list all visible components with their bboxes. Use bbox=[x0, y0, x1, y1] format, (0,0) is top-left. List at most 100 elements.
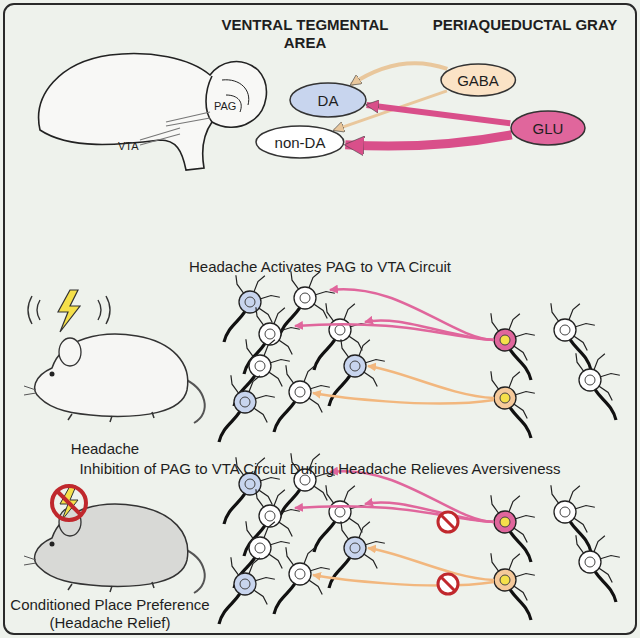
inhibition-slash bbox=[441, 577, 455, 591]
inhibition-slash bbox=[441, 515, 455, 529]
inhibition-ring bbox=[438, 512, 458, 532]
nucleus bbox=[245, 297, 255, 307]
ellipse-fill bbox=[290, 83, 366, 117]
prohibit-ring bbox=[52, 486, 86, 520]
inhibitory-axon bbox=[368, 366, 494, 398]
nucleus bbox=[255, 361, 265, 371]
soma bbox=[494, 329, 516, 351]
nucleus bbox=[500, 575, 510, 585]
mouse-eye bbox=[50, 372, 55, 377]
nucleus bbox=[265, 511, 275, 521]
neuron bbox=[219, 557, 275, 624]
panel-border bbox=[4, 4, 636, 634]
region-heading: VENTRAL TEGMENTAL AREA bbox=[210, 16, 400, 52]
excitatory-axon bbox=[365, 320, 494, 340]
nucleus bbox=[335, 325, 345, 335]
cell-type-label: non-DA bbox=[275, 134, 326, 151]
nucleus bbox=[255, 543, 265, 553]
neuron bbox=[274, 365, 330, 432]
soma bbox=[249, 355, 271, 377]
region-label: PAG bbox=[214, 100, 254, 113]
soma bbox=[554, 501, 576, 523]
nucleus bbox=[335, 507, 345, 517]
excitatory-axon bbox=[295, 324, 494, 340]
cell-type-ellipse: GLU bbox=[510, 110, 586, 146]
soma bbox=[329, 319, 351, 341]
soma bbox=[494, 511, 516, 533]
nucleus bbox=[560, 507, 570, 517]
ellipse-fill bbox=[511, 111, 585, 145]
nucleus bbox=[500, 335, 510, 345]
inhibition-ring bbox=[438, 574, 458, 594]
soma bbox=[579, 551, 601, 573]
soma bbox=[239, 291, 261, 313]
nucleus bbox=[265, 329, 275, 339]
neuron bbox=[551, 303, 595, 370]
neuron bbox=[491, 313, 535, 380]
neuron bbox=[551, 485, 595, 552]
soma bbox=[344, 355, 366, 377]
mouse-whiskers bbox=[24, 556, 36, 565]
nucleus bbox=[585, 375, 595, 385]
soma bbox=[494, 387, 516, 409]
mouse-figures bbox=[24, 290, 205, 593]
soma bbox=[289, 381, 311, 403]
projection-arrow bbox=[367, 105, 511, 123]
nucleus bbox=[300, 293, 310, 303]
condition-label: Conditioned Place Preference (Headache R… bbox=[10, 596, 210, 632]
mouse bbox=[24, 504, 205, 593]
projection-arrow bbox=[345, 135, 511, 146]
pain-lines bbox=[28, 296, 110, 324]
nucleus bbox=[350, 361, 360, 371]
region-pointer-lines bbox=[140, 112, 210, 145]
inhibitory-axon bbox=[368, 548, 494, 580]
lightning-bolt bbox=[58, 290, 80, 332]
soma bbox=[259, 323, 281, 345]
soma bbox=[579, 369, 601, 391]
brain-sagittal bbox=[39, 54, 267, 170]
mouse-eye bbox=[50, 542, 55, 547]
nucleus bbox=[560, 325, 570, 335]
mouse bbox=[24, 334, 205, 423]
nucleus bbox=[245, 479, 255, 489]
soma bbox=[289, 563, 311, 585]
ellipse-fill bbox=[441, 64, 515, 96]
mouse-feet bbox=[68, 582, 154, 592]
prohibit-slash bbox=[57, 491, 81, 515]
nucleus bbox=[240, 579, 250, 589]
neuron bbox=[491, 553, 535, 620]
ellipse-fill bbox=[256, 126, 344, 158]
neuron bbox=[274, 547, 330, 614]
neuron bbox=[491, 495, 535, 562]
soma bbox=[234, 573, 256, 595]
mouse-whiskers bbox=[24, 386, 36, 395]
soma bbox=[294, 287, 316, 309]
excitatory-axon bbox=[330, 289, 494, 340]
inhibitory-axon bbox=[313, 575, 494, 586]
region-heading: PERIAQUEDUCTAL GRAY bbox=[430, 16, 620, 34]
nucleus bbox=[295, 387, 305, 397]
neuron bbox=[576, 353, 620, 420]
inhibition-sign bbox=[438, 512, 458, 532]
cell-type-label: GABA bbox=[457, 72, 499, 89]
nucleus bbox=[295, 569, 305, 579]
excitatory-axon bbox=[365, 502, 494, 522]
neuron bbox=[219, 375, 275, 442]
nucleus bbox=[500, 517, 510, 527]
soma bbox=[249, 537, 271, 559]
inhibition-sign bbox=[438, 574, 458, 594]
nucleus bbox=[500, 393, 510, 403]
nucleus bbox=[585, 557, 595, 567]
cell-type-ellipse: GABA bbox=[440, 63, 516, 97]
cell-type-ellipse: non-DA bbox=[255, 125, 345, 159]
mouse-body bbox=[35, 334, 188, 416]
section-caption: Headache Activates PAG to VTA Circuit bbox=[20, 258, 620, 276]
projection-arrow bbox=[351, 63, 447, 84]
cell-type-label: GLU bbox=[533, 120, 564, 137]
neuron bbox=[491, 371, 535, 438]
nucleus bbox=[240, 397, 250, 407]
soma bbox=[344, 537, 366, 559]
mouse-feet bbox=[68, 412, 154, 422]
excitatory-axon bbox=[295, 506, 494, 522]
